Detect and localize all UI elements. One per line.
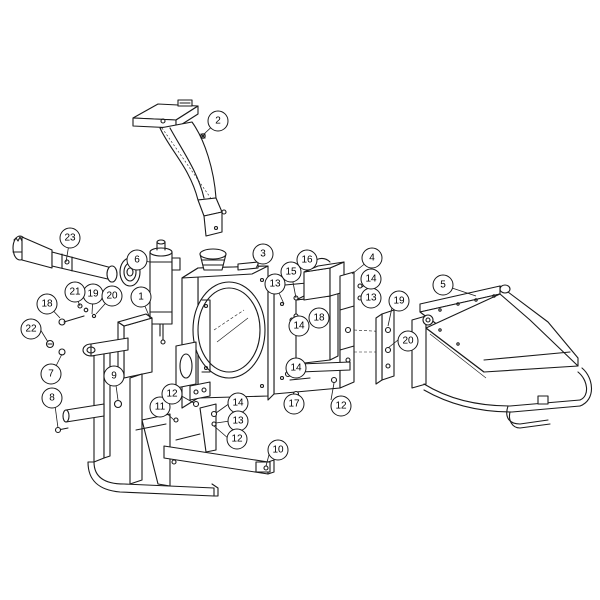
callout-13: 13 [227, 410, 249, 432]
callout-6: 6 [126, 249, 148, 271]
callout-label: 18 [41, 299, 53, 310]
callout-9: 9 [103, 365, 125, 387]
callout-14: 14 [285, 357, 307, 379]
callout-label: 5 [440, 280, 446, 291]
callout-label: 12 [335, 401, 347, 412]
callout-16: 16 [296, 249, 318, 271]
callout-22: 22 [20, 318, 42, 340]
callout-23: 23 [59, 227, 81, 249]
callout-label: 19 [87, 289, 99, 300]
callout-label: 14 [290, 363, 302, 374]
callout-label: 14 [232, 398, 244, 409]
callout-14: 14 [288, 315, 310, 337]
callout-13: 13 [264, 273, 286, 295]
callout-label: 12 [231, 434, 243, 445]
callout-label: 10 [272, 445, 284, 456]
callout-label: 3 [260, 249, 266, 260]
callout-17: 17 [283, 393, 305, 415]
callout-label: 9 [111, 371, 117, 382]
callout-21: 21 [64, 281, 86, 303]
callout-label: 20 [106, 291, 118, 302]
callout-label: 14 [365, 274, 377, 285]
callout-label: 13 [269, 279, 281, 290]
callout-label: 15 [285, 267, 297, 278]
callout-label: 20 [402, 336, 414, 347]
callout-18: 18 [308, 307, 330, 329]
callout-18: 18 [36, 293, 58, 315]
callout-label: 17 [288, 399, 300, 410]
callout-label: 8 [49, 393, 55, 404]
callout-14: 14 [227, 392, 249, 414]
callout-13: 13 [360, 287, 382, 309]
callout-label: 13 [232, 416, 244, 427]
callout-label: 11 [155, 402, 166, 413]
right-bracket [375, 309, 395, 385]
callout-label: 6 [134, 255, 140, 266]
callout-20: 20 [397, 330, 419, 352]
callout-label: 12 [166, 389, 178, 400]
callout-label: 13 [365, 293, 377, 304]
callout-label: 19 [393, 296, 405, 307]
cylinder-assembly [149, 239, 181, 345]
callout-label: 22 [25, 324, 37, 335]
callout-label: 16 [301, 255, 313, 266]
callout-4: 4 [361, 247, 383, 269]
callout-label: 18 [313, 313, 325, 324]
callout-label: 14 [293, 321, 305, 332]
callout-1: 1 [130, 286, 152, 308]
callout-10: 10 [267, 439, 289, 461]
callout-5: 5 [432, 274, 454, 296]
callout-19: 19 [82, 283, 104, 305]
callout-label: 21 [69, 287, 81, 298]
callout-label: 2 [215, 116, 221, 127]
callout-label: 7 [48, 369, 54, 380]
callout-11: 11 [149, 396, 171, 418]
callouts: 2 3 4 5 6 23 16 15 13 14 13 14 18 18 19 … [20, 110, 454, 461]
callout-20: 20 [101, 285, 123, 307]
callout-14: 14 [360, 268, 382, 290]
discharge-chute [132, 99, 227, 237]
callout-12: 12 [161, 383, 183, 405]
callout-label: 1 [138, 292, 144, 303]
callout-19: 19 [388, 290, 410, 312]
callout-15: 15 [280, 261, 302, 283]
callout-12: 12 [226, 428, 248, 450]
callout-8: 8 [41, 387, 63, 409]
callout-label: 4 [369, 253, 375, 264]
infeed-hopper [411, 284, 593, 429]
rotor-housing [175, 248, 269, 409]
callout-label: 23 [64, 233, 76, 244]
callout-3: 3 [252, 243, 274, 265]
callout-12: 12 [330, 395, 352, 417]
callout-7: 7 [40, 363, 62, 385]
callout-2: 2 [207, 110, 229, 132]
